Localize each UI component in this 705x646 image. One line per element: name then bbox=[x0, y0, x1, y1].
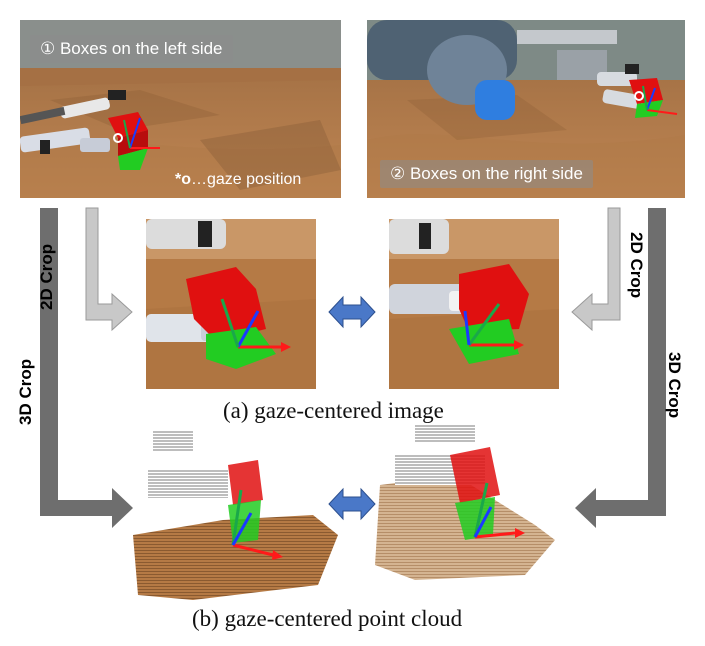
scene-left-label: ① Boxes on the left side bbox=[30, 35, 233, 63]
label-2d-crop-right: 2D Crop bbox=[627, 232, 646, 299]
label-2d-crop-left: 2D Crop bbox=[37, 243, 56, 310]
caption-b: (b) gaze-centered point cloud bbox=[192, 606, 463, 631]
pointcloud-left bbox=[133, 425, 343, 610]
arrow-2d-right bbox=[571, 207, 621, 332]
label-3d-crop-right: 3D Crop bbox=[665, 352, 684, 419]
arrow-3d-left bbox=[40, 208, 133, 528]
arrow-2d-left bbox=[85, 207, 133, 332]
double-arrow-image bbox=[328, 295, 376, 329]
caption-a: (a) gaze-centered image bbox=[223, 398, 444, 423]
scene-right-label: ② Boxes on the right side bbox=[380, 160, 593, 188]
double-arrow-pointcloud bbox=[328, 487, 376, 521]
gaze-note-marker: *o bbox=[175, 171, 191, 188]
arrow-3d-right bbox=[575, 208, 666, 528]
scene-right-photo bbox=[367, 20, 685, 198]
gaze-note: *o…gaze position bbox=[175, 171, 301, 189]
pointcloud-right bbox=[375, 425, 575, 580]
label-3d-crop-left: 3D Crop bbox=[16, 358, 35, 425]
gaze-note-text: …gaze position bbox=[191, 171, 302, 188]
crop-image-left bbox=[146, 219, 316, 389]
crop-image-right bbox=[389, 219, 559, 389]
